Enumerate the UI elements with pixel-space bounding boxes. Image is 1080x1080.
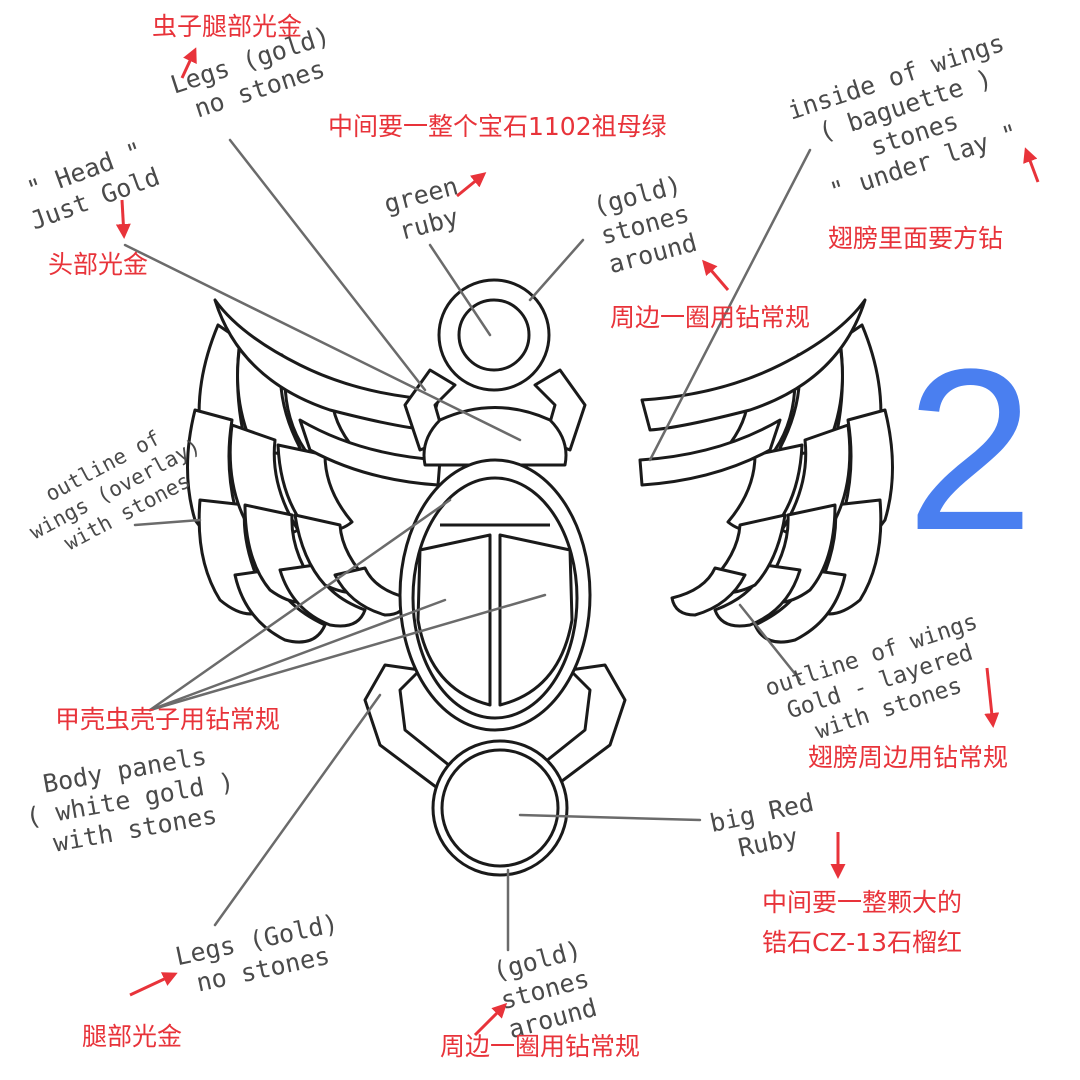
- note-legs-gold-bottom: 腿部光金: [82, 1022, 183, 1051]
- arrow: [702, 259, 730, 291]
- wing-band-inner: [298, 418, 442, 487]
- note-big-stone-line2: 锆石CZ-13石榴红: [762, 928, 962, 957]
- note-big-stone-line1: 中间要一整颗大的: [762, 888, 963, 917]
- leader-line: [428, 243, 492, 337]
- leader-lines: [123, 138, 812, 952]
- leader-line: [738, 603, 802, 682]
- arrow: [129, 972, 178, 997]
- arrow: [456, 172, 487, 198]
- note-legs-gold-top: 虫子腿部光金: [152, 12, 303, 41]
- arrow: [1023, 147, 1040, 183]
- note-head-gold: 头部光金: [48, 250, 149, 279]
- feather: [670, 566, 747, 617]
- leader-line: [148, 598, 447, 712]
- shell-right-panel: [498, 533, 574, 707]
- bottom-stone-setting: [431, 739, 569, 877]
- leader-line: [148, 593, 547, 712]
- red-arrows: [115, 47, 1040, 1037]
- shell-left-panel: [416, 533, 492, 707]
- note-ring-stones-bottom: 周边一圈用钻常规: [440, 1032, 641, 1061]
- leader-line: [123, 243, 522, 442]
- leader-line: [213, 693, 382, 927]
- leader-line: [228, 138, 427, 392]
- left-wing: [186, 298, 442, 644]
- note-shell-stones: 甲壳虫壳子用钻常规: [55, 705, 281, 734]
- note-wing-inside-baguette: 翅膀里面要方钻: [828, 224, 1004, 253]
- note-wing-outline-stones: 翅膀周边用钻常规: [808, 743, 1009, 772]
- figure-number: 2: [906, 321, 1034, 578]
- arrow: [984, 667, 1000, 728]
- note-ring-stones-top: 周边一圈用钻常规: [610, 303, 811, 332]
- wing-band: [640, 298, 867, 432]
- top-ring-inner: [457, 298, 531, 372]
- top-stone-setting: [437, 278, 551, 392]
- bottom-ring-inner: [440, 748, 560, 868]
- leader-line: [648, 148, 812, 462]
- leader-line: [133, 518, 202, 527]
- leader-line: [518, 813, 702, 822]
- arrow: [473, 1002, 508, 1037]
- arrow: [180, 47, 197, 79]
- note-center-emerald: 中间要一整个宝石1102祖母绿: [328, 112, 667, 141]
- leader-line: [528, 238, 585, 302]
- right-wing: [638, 298, 894, 644]
- scarab-body: [363, 368, 627, 792]
- scarab-head: [422, 406, 568, 467]
- arrow: [115, 199, 131, 239]
- wing-band-inner: [638, 418, 782, 487]
- leader-line: [148, 498, 452, 712]
